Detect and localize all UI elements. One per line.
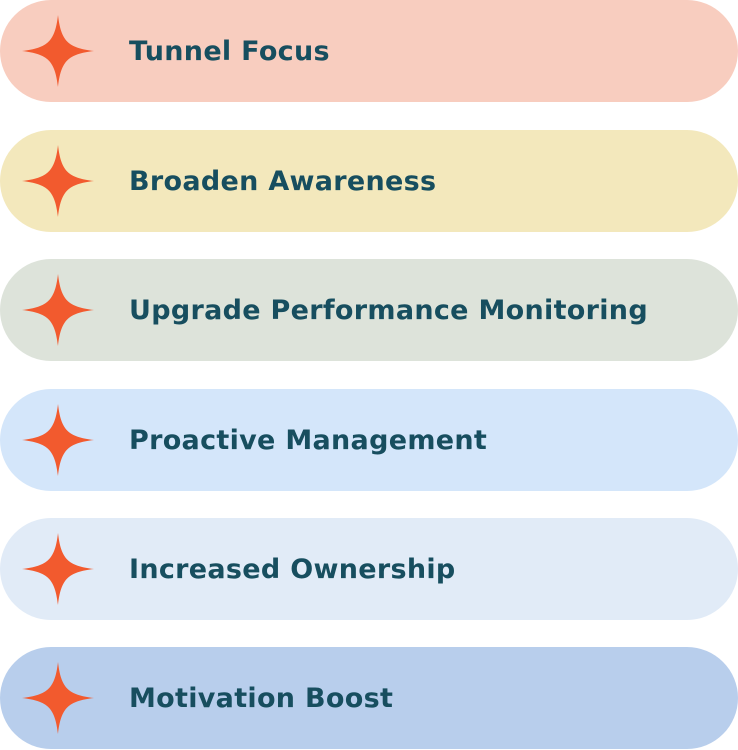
item-proactive-management: Proactive Management — [0, 389, 738, 491]
item-label: Proactive Management — [129, 424, 488, 456]
sparkle-star-icon — [22, 15, 94, 87]
item-label: Tunnel Focus — [129, 35, 330, 67]
item-label: Broaden Awareness — [129, 165, 437, 197]
sparkle-star-icon — [22, 533, 94, 605]
item-label: Increased Ownership — [129, 553, 456, 585]
sparkle-star-icon — [22, 274, 94, 346]
item-broaden-awareness: Broaden Awareness — [0, 130, 738, 232]
item-tunnel-focus: Tunnel Focus — [0, 0, 738, 102]
item-motivation-boost: Motivation Boost — [0, 647, 738, 749]
item-label: Motivation Boost — [129, 682, 394, 714]
item-label: Upgrade Performance Monitoring — [129, 294, 648, 326]
item-increased-ownership: Increased Ownership — [0, 518, 738, 620]
sparkle-star-icon — [22, 662, 94, 734]
sparkle-star-icon — [22, 145, 94, 217]
item-upgrade-performance-monitoring: Upgrade Performance Monitoring — [0, 259, 738, 361]
sparkle-star-icon — [22, 404, 94, 476]
